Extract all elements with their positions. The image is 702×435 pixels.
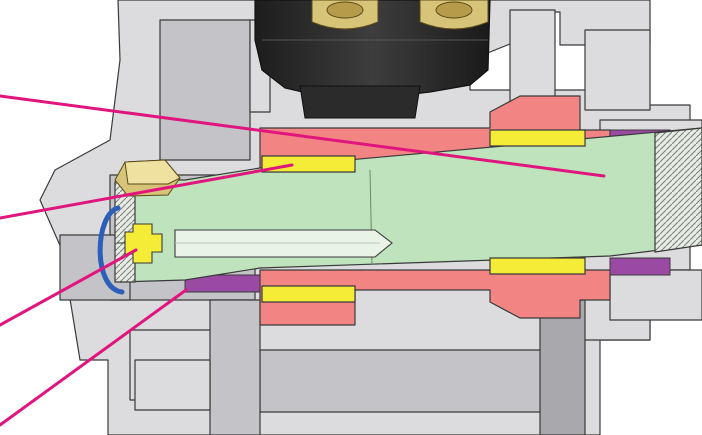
mount-nut-right: [419, 0, 489, 30]
bearing-sleeve: [261, 129, 586, 303]
center-bore: [174, 229, 393, 258]
callout-shaft: [0, 94, 606, 178]
mount-nut-left: [311, 0, 379, 30]
o-ring: [97, 205, 125, 295]
callout-bearing-sleeve: [0, 163, 294, 220]
callout-grease-fitting: [0, 248, 138, 327]
callout-seal: [0, 288, 188, 427]
callout-leaders: [0, 94, 606, 427]
